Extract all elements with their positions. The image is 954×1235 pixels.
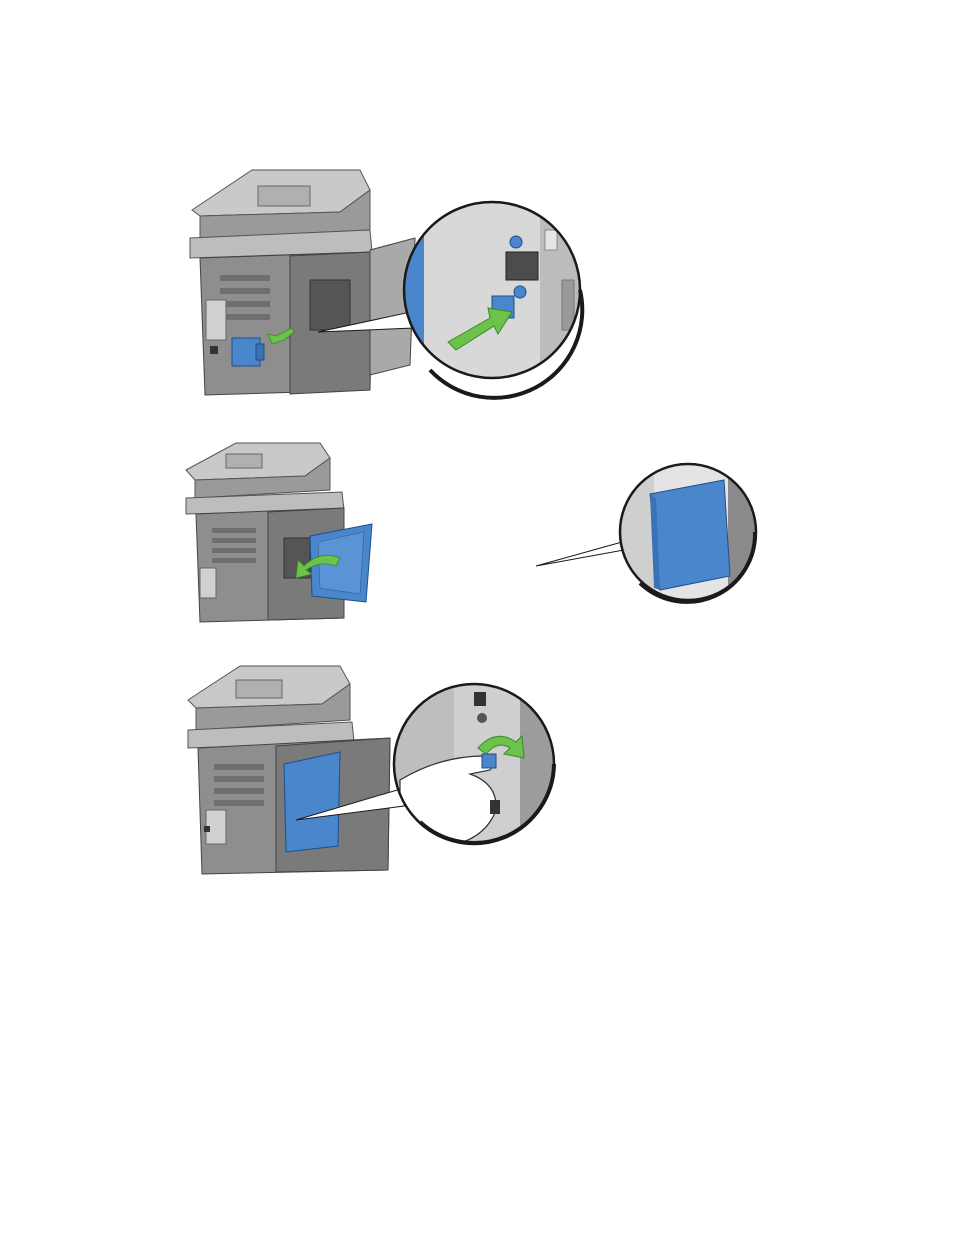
zoom-callout-icon bbox=[404, 200, 584, 398]
zoom-callout-icon bbox=[620, 464, 756, 602]
printer-icon bbox=[190, 170, 415, 395]
connector-blue-icon bbox=[232, 338, 264, 366]
printer-rear-turn-screw bbox=[0, 660, 954, 880]
printer-rear-remove-connector bbox=[0, 160, 954, 410]
step-3-illustration bbox=[0, 660, 954, 880]
side-panel-blue-icon bbox=[284, 752, 340, 852]
step-1-illustration bbox=[0, 160, 954, 410]
zoom-callout-icon bbox=[394, 684, 554, 850]
step-2-illustration bbox=[0, 438, 954, 628]
printer-rear-open-panel bbox=[0, 438, 954, 628]
